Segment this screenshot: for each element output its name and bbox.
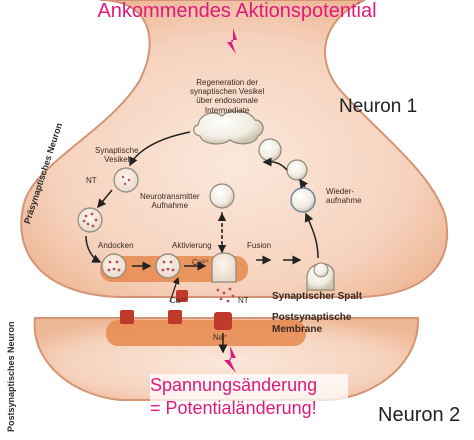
- docked-vesicle: [101, 253, 127, 279]
- regeneration-label: Regeneration der synaptischen Vesikel üb…: [190, 78, 265, 115]
- calcium-channel-label: Ca²⁺: [170, 296, 188, 305]
- incoming-action-potential: Ankommendes Aktionspotential: [97, 0, 377, 22]
- neuron-1-label: Neuron 1: [339, 96, 418, 117]
- neuron-2-label: Neuron 2: [378, 404, 461, 426]
- recycling-vesicle: [258, 138, 282, 162]
- synaptic-cleft-label: Synaptischer Spalt: [272, 291, 363, 302]
- postsynaptic-neuron-label: Postsynaptisches Neuron: [6, 321, 16, 432]
- postsynaptic-membrane-label: Postsynaptische Membrane: [272, 312, 352, 335]
- released-nt: [216, 287, 235, 303]
- filled-vesicle: [77, 207, 103, 233]
- activation-label: Aktivierung: [172, 241, 212, 250]
- synaptic-vesicle: [113, 167, 139, 193]
- calcium-label: Ca²⁺: [192, 258, 210, 267]
- docking-label: Andocken: [98, 241, 134, 250]
- nt-label: NT: [86, 176, 97, 185]
- activated-vesicle: [155, 253, 181, 279]
- endosome: [193, 110, 264, 145]
- nt-uptake-label: Neurotransmitter Aufnahme: [140, 192, 200, 211]
- voltage-change-label: Spannungsänderung: [150, 375, 318, 395]
- presynaptic-membrane: [20, 0, 449, 298]
- calcium-channel: [176, 290, 188, 302]
- empty-vesicle: [209, 183, 235, 209]
- result-box: [150, 374, 348, 420]
- lightning-icon: [227, 28, 237, 54]
- receptor-channel: [120, 310, 232, 330]
- synaptic-vesicle-label: Synaptische Vesikel: [95, 146, 139, 165]
- nt-release-label: NT: [238, 296, 249, 305]
- potential-change-label: = Potentialänderung!: [150, 398, 317, 418]
- nt-dots: [82, 175, 131, 228]
- reuptake-vesicle: [290, 187, 316, 213]
- postsynaptic-density: [106, 320, 306, 346]
- sodium-label: Na⁺: [213, 333, 228, 342]
- recycling-vesicle: [286, 159, 308, 181]
- fusion-label: Fusion: [247, 241, 272, 250]
- lightning-icon: [224, 346, 236, 373]
- fusing-vesicle: [211, 252, 237, 283]
- reuptake-label: Wieder- aufnahme: [326, 187, 362, 206]
